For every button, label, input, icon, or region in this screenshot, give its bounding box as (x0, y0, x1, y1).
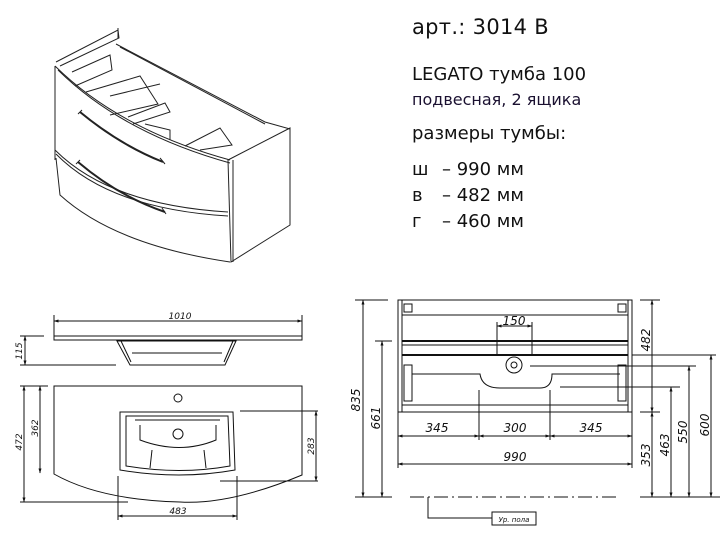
dimension-key: в (412, 185, 423, 206)
basin-top-view (20, 385, 318, 520)
total-height-label: 835 (349, 389, 363, 412)
height-600-label: 600 (698, 413, 712, 436)
bowl-depth-label: 283 (307, 437, 317, 454)
offset-150-label: 150 (503, 314, 526, 328)
cabinet-isometric-drawing (54, 28, 291, 263)
dimensions-title: размеры тумбы: (412, 123, 567, 144)
model-title: LEGATO тумба 100 (412, 64, 587, 85)
cabinet-front-view (355, 299, 720, 526)
left-345-label: 345 (426, 421, 449, 435)
model-subtitle: подвесная, 2 ящика (412, 90, 582, 109)
width-990-label: 990 (504, 450, 527, 464)
basin-side-view (20, 315, 303, 366)
basin-depth-label: 472 (15, 433, 25, 450)
floor-clearance-label: 353 (639, 444, 653, 467)
top-height-label: 661 (369, 407, 383, 430)
height-550-label: 550 (676, 420, 690, 443)
height-463-label: 463 (658, 434, 672, 457)
dimension-value: – 990 мм (442, 159, 524, 180)
dimension-depth: г – 460 мм (412, 210, 524, 234)
basin-width-label: 1010 (169, 312, 192, 322)
dimension-key: ш (412, 159, 429, 180)
right-345-label: 345 (580, 421, 603, 435)
article-number: арт.: 3014 B (412, 15, 549, 39)
floor-level-label: Ур. пола (499, 516, 530, 524)
dimension-width: ш – 990 мм (412, 158, 524, 182)
basin-inner-depth-label: 362 (31, 419, 41, 436)
dimension-value: – 482 мм (442, 185, 524, 206)
dimension-key: г (412, 211, 422, 232)
dimension-height: в – 482 мм (412, 184, 524, 208)
cabinet-height-label: 482 (639, 329, 653, 352)
dimension-value: – 460 мм (442, 211, 524, 232)
spec-block: арт.: 3014 B LEGATO тумба 100 подвесная,… (412, 14, 722, 232)
basin-height-label: 115 (15, 342, 25, 359)
bowl-width-label: 483 (169, 507, 186, 517)
center-300-label: 300 (504, 421, 527, 435)
